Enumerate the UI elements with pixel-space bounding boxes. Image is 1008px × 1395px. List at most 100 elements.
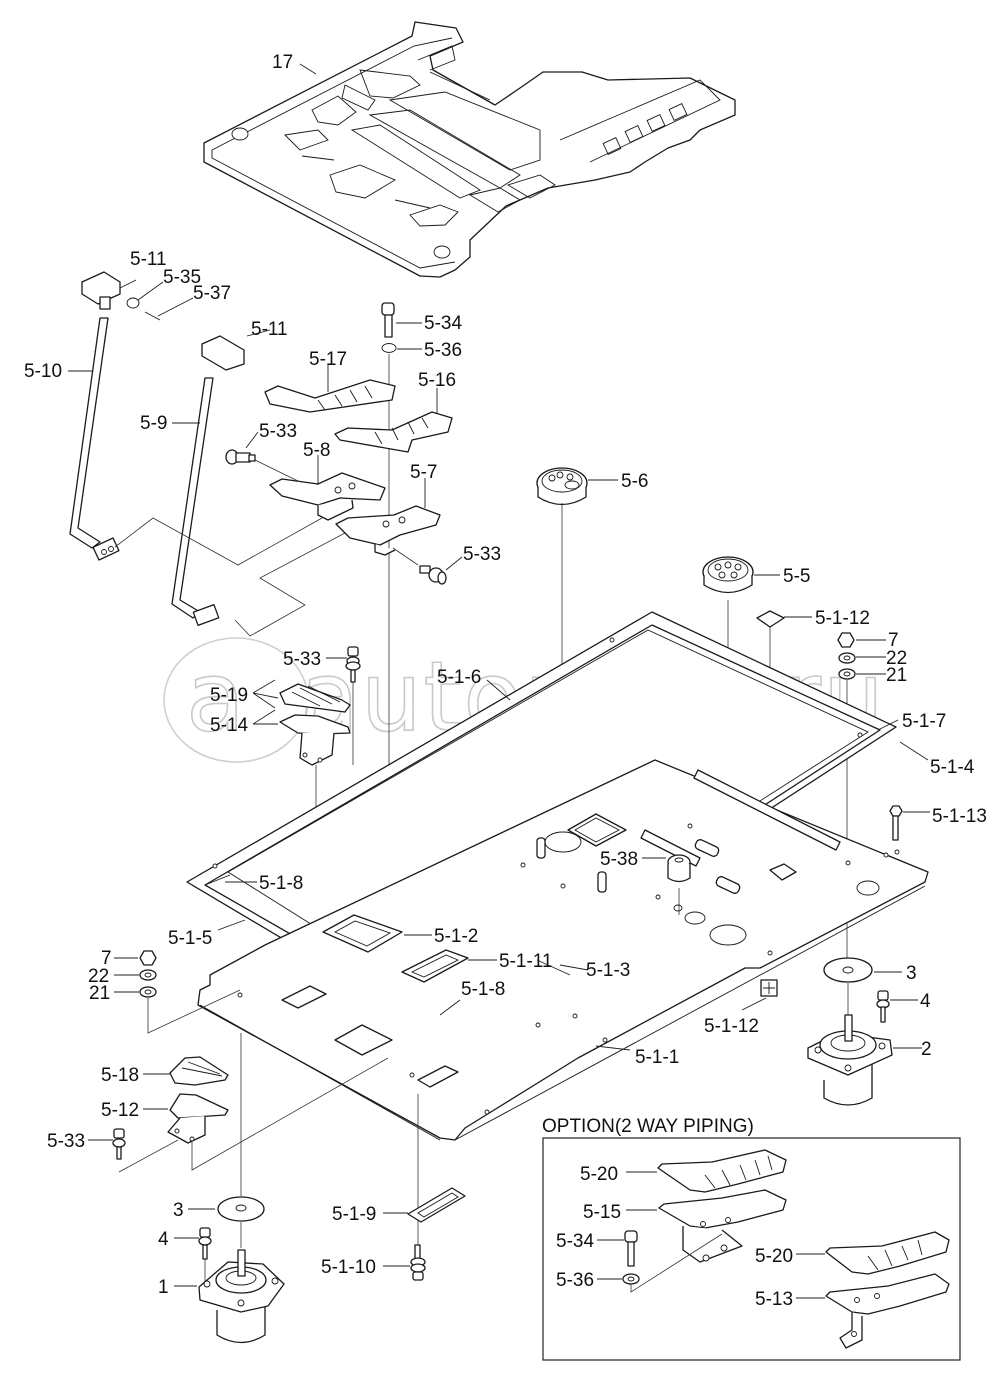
label-5-1-8-b: 5-1-8 [461,979,505,1000]
label-5-1-9: 5-1-9 [332,1204,376,1225]
label-5-1-13: 5-1-13 [932,806,987,827]
nut-7-b [139,950,157,966]
label-2: 2 [921,1039,932,1060]
cover-plate-5-1-2 [322,914,403,953]
bolt-5-1-10 [410,1244,426,1281]
option-box-frame [542,1137,961,1361]
label-4-b: 4 [158,1229,169,1250]
pedal-bracket-5-15 [658,1189,787,1263]
pedal-bracket-5-8 [269,472,386,521]
label-5-33-b: 5-33 [463,544,501,565]
cover-5-1-9 [407,1187,466,1223]
pad-5-1-12-b [760,979,778,997]
label-5-1-5: 5-1-5 [168,928,212,949]
bolt-5-33-c [345,646,361,683]
label-5-17: 5-17 [309,349,347,370]
label-5-1-3: 5-1-3 [586,960,630,981]
option-label-5-20-a: 5-20 [580,1164,618,1185]
bolt-5-33-d [112,1128,126,1160]
label-5-37: 5-37 [193,283,231,304]
label-5-1-7: 5-1-7 [902,711,946,732]
label-1: 1 [158,1277,169,1298]
label-4-a: 4 [920,991,931,1012]
label-5-5: 5-5 [783,566,810,587]
label-5-34: 5-34 [424,313,462,334]
option-label-5-20-b: 5-20 [755,1246,793,1267]
option-label-5-34: 5-34 [556,1231,594,1252]
option-box-title: OPTION(2 WAY PIPING) [542,1116,754,1137]
label-5-1-2: 5-1-2 [434,926,478,947]
cover-plate-5-1-11 [401,949,469,983]
washer-5-36 [381,343,397,353]
pedal-pad-5-18 [169,1056,229,1086]
pedal-pad-5-20-a [657,1149,787,1193]
label-5-33-c: 5-33 [283,649,321,670]
floor-mat-17 [203,21,736,278]
label-5-1-10: 5-1-10 [321,1257,376,1278]
label-5-16: 5-16 [418,370,456,391]
bolt-5-33-a [225,449,256,465]
label-21-b: 21 [89,983,110,1004]
label-22-b: 22 [88,966,109,987]
rubber-washer-3-a [823,957,873,983]
engine-mount-1 [198,1249,285,1344]
label-5-1-12-b: 5-1-12 [704,1016,759,1037]
label-5-8: 5-8 [303,440,330,461]
pedal-bracket-5-13 [825,1273,950,1349]
option-box: OPTION(2 WAY PIPING) 5-20 5-15 5-34 5-36 [542,1116,961,1361]
option-bolt-5-34 [624,1230,638,1267]
option-label-5-36: 5-36 [556,1270,594,1291]
label-21-a: 21 [886,665,907,686]
label-5-7: 5-7 [410,462,437,483]
bolt-5-1-13 [889,805,903,841]
label-5-1-4: 5-1-4 [930,757,975,778]
label-5-9: 5-9 [140,413,167,434]
label-5-33-a: 5-33 [259,421,297,442]
label-5-1-6: 5-1-6 [437,667,481,688]
label-5-36: 5-36 [424,340,462,361]
label-5-10: 5-10 [24,361,62,382]
grommet-5-6 [536,467,588,506]
label-5-6: 5-6 [621,471,648,492]
engine-mount-2 [807,1014,893,1106]
option-label-5-13: 5-13 [755,1289,793,1310]
grommet-5-38 [667,854,691,883]
pad-5-1-12-a [756,610,785,628]
label-5-1-8-a: 5-1-8 [259,873,303,894]
option-label-5-15: 5-15 [583,1202,621,1223]
label-5-1-11: 5-1-11 [499,951,553,972]
bolt-4-a [876,990,890,1023]
pedal-bracket-5-12 [167,1093,229,1144]
label-17: 17 [272,52,293,73]
label-5-11-a: 5-11 [130,249,167,270]
grommet-5-5 [702,556,754,594]
pedal-pad-5-17 [264,379,396,413]
rubber-washer-3-b [217,1196,265,1222]
label-5-1-12-a: 5-1-12 [815,608,870,629]
bolt-5-34 [381,302,395,338]
label-7-a: 7 [888,630,899,651]
bolt-4-b [198,1227,212,1260]
label-5-12: 5-12 [101,1100,139,1121]
bolt-5-33-b [419,565,447,585]
watermark-a: a [186,641,247,753]
pedal-pad-5-19 [279,683,351,713]
pedal-pad-5-16 [334,411,453,453]
label-5-11-b: 5-11 [251,319,288,340]
control-rod-5-9 [171,335,245,626]
pedal-bracket-5-7 [335,505,441,556]
label-3-a: 3 [906,963,917,984]
label-5-19: 5-19 [210,685,248,706]
nut-7-a [837,632,855,648]
label-5-18: 5-18 [101,1065,139,1086]
control-rod-5-10 [69,271,161,561]
label-5-33-d: 5-33 [47,1131,85,1152]
label-5-1-1: 5-1-1 [635,1047,679,1068]
label-5-35: 5-35 [163,267,201,288]
label-22-a: 22 [886,648,907,669]
pedal-bracket-5-14 [279,714,351,766]
label-3-b: 3 [173,1200,184,1221]
pedal-pad-5-20-b [825,1231,950,1275]
label-5-38: 5-38 [600,849,638,870]
